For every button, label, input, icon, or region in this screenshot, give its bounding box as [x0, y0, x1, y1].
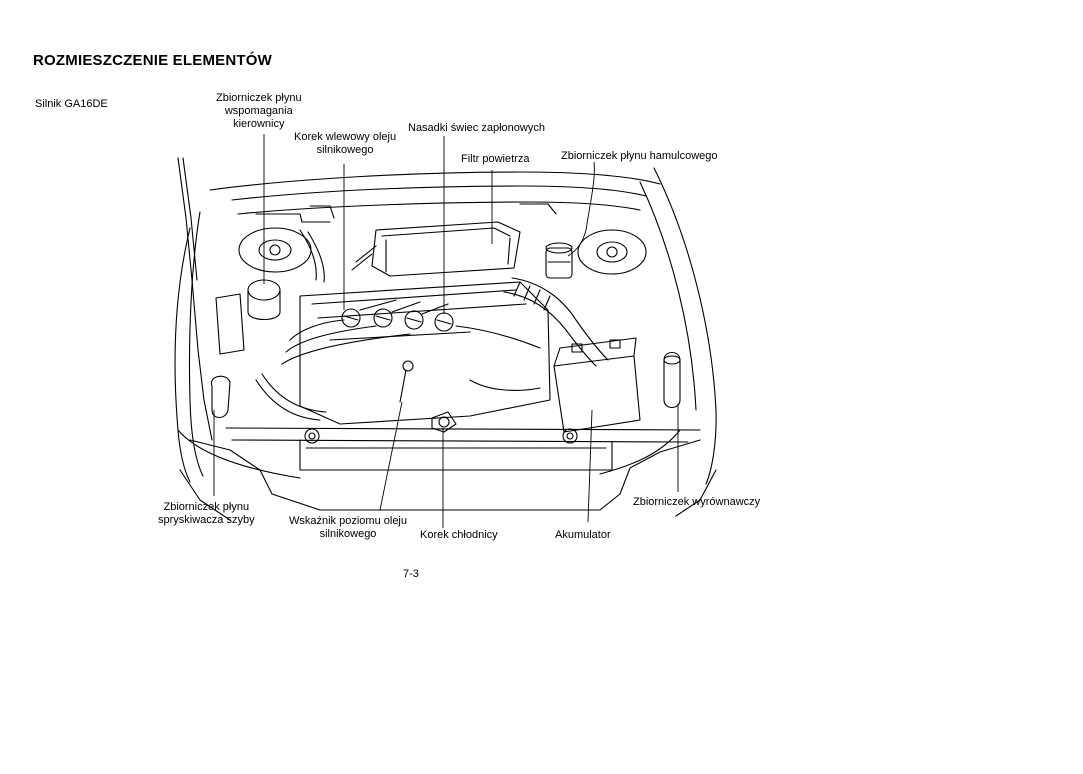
spark-plug-cap-2 [373, 308, 393, 328]
spark-plug-cap-1 [341, 308, 361, 328]
callout-line: Wskaźnik poziomu oleju [289, 515, 407, 527]
callout-line: silnikowego [316, 144, 374, 156]
callout-radiator-cap: Korek chłodnicy [420, 529, 498, 542]
callout-line: Zbiorniczek płynu hamulcowego [561, 150, 718, 162]
oil-dipstick [399, 369, 407, 403]
engine-block [299, 281, 551, 425]
callout-line: Korek wlewowy oleju [294, 131, 397, 143]
callout-line: Zbiorniczek wyrównawczy [633, 496, 761, 508]
callout-brake-fluid-reservoir: Zbiorniczek płynu hamulcowego [561, 150, 718, 163]
callout-spark-plug-caps: Nasadki świec zapłonowych [408, 122, 545, 135]
cowl-panel [209, 171, 661, 191]
page-number: 7-3 [403, 568, 419, 580]
callout-line: kierownicy [233, 118, 285, 130]
leader-oil-dipstick [379, 401, 403, 511]
callout-air-filter: Filtr powietrza [461, 153, 529, 166]
callout-line: Zbiorniczek płynu [216, 92, 302, 104]
callout-coolant-reservoir: Zbiorniczek wyrównawczy [633, 496, 760, 509]
battery [553, 355, 641, 433]
coolant-reservoir [663, 351, 681, 409]
callout-line: wspomagania [224, 105, 293, 117]
callout-line: spryskiwacza szyby [158, 514, 255, 526]
radiator-cap [431, 411, 457, 433]
page-title: ROZMIESZCZENIE ELEMENTÓW [33, 52, 272, 69]
right-strut-tower [577, 229, 647, 275]
callout-power-steering-reservoir: Zbiorniczek płynu wspomagania kierownicy [216, 92, 302, 131]
callout-oil-dipstick: Wskaźnik poziomu oleju silnikowego [289, 515, 407, 541]
callout-line: Nasadki świec zapłonowych [408, 122, 545, 134]
hood-prop-rod [177, 157, 213, 441]
front-support [225, 427, 701, 431]
air-filter-box [371, 221, 521, 277]
callout-washer-fluid-reservoir: Zbiorniczek płynu spryskiwacza szyby [158, 501, 255, 527]
leader-battery [587, 409, 593, 523]
leader-brake-fluid [567, 161, 595, 257]
callout-battery: Akumulator [555, 529, 611, 542]
intake-duct [511, 277, 609, 361]
callout-line: silnikowego [319, 528, 377, 540]
brake-fluid-reservoir [545, 247, 573, 279]
callout-line: Filtr powietrza [461, 153, 530, 165]
engine-label: Silnik GA16DE [35, 98, 108, 110]
callout-line: Zbiorniczek płynu [163, 501, 250, 513]
callout-line: Akumulator [555, 529, 611, 541]
spark-plug-cap-3 [404, 310, 424, 330]
callout-line: Korek chłodnicy [420, 529, 498, 541]
left-strut-tower [238, 227, 312, 273]
right-fender-outline [653, 167, 717, 485]
left-fender-outline [174, 227, 191, 483]
callout-oil-filler-cap: Korek wlewowy oleju silnikowego [294, 131, 396, 157]
